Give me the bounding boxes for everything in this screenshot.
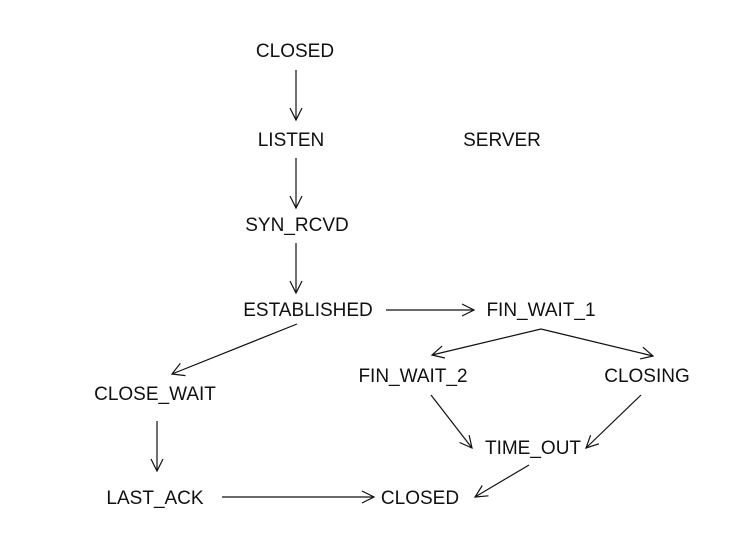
arrow-last-ack-to-closed	[222, 490, 376, 504]
arrow-time-out-to-closed	[473, 464, 530, 498]
arrow-fin-wait-1-to-fin-wait-2	[430, 328, 542, 359]
state-last-ack: LAST_ACK	[106, 488, 203, 509]
arrow-established-to-close-wait	[170, 323, 298, 377]
state-fin-wait-1: FIN_WAIT_1	[486, 300, 595, 321]
state-fin-wait-2: FIN_WAIT_2	[358, 366, 467, 387]
server-label: SERVER	[463, 130, 541, 151]
arrow-close-wait-to-last-ack	[150, 421, 164, 473]
state-syn-rcvd: SYN_RCVD	[245, 215, 348, 236]
state-close-wait: CLOSE_WAIT	[94, 384, 216, 405]
arrow-listen-to-syn-rcvd	[289, 158, 303, 210]
arrow-fin-wait-2-to-time-out	[430, 394, 473, 450]
state-established: ESTABLISHED	[243, 300, 373, 321]
arrow-established-to-fin-wait-1	[386, 303, 476, 317]
arrow-closing-to-time-out	[585, 394, 642, 449]
state-closed-top: CLOSED	[256, 41, 334, 62]
arrow-syn-rcvd-to-established	[289, 243, 303, 295]
arrow-closed-to-listen	[289, 70, 303, 122]
state-closed-bottom: CLOSED	[381, 488, 459, 509]
state-closing: CLOSING	[604, 366, 690, 387]
arrow-fin-wait-1-to-closing	[540, 328, 655, 360]
state-listen: LISTEN	[258, 130, 325, 151]
state-time-out: TIME_OUT	[485, 438, 581, 459]
